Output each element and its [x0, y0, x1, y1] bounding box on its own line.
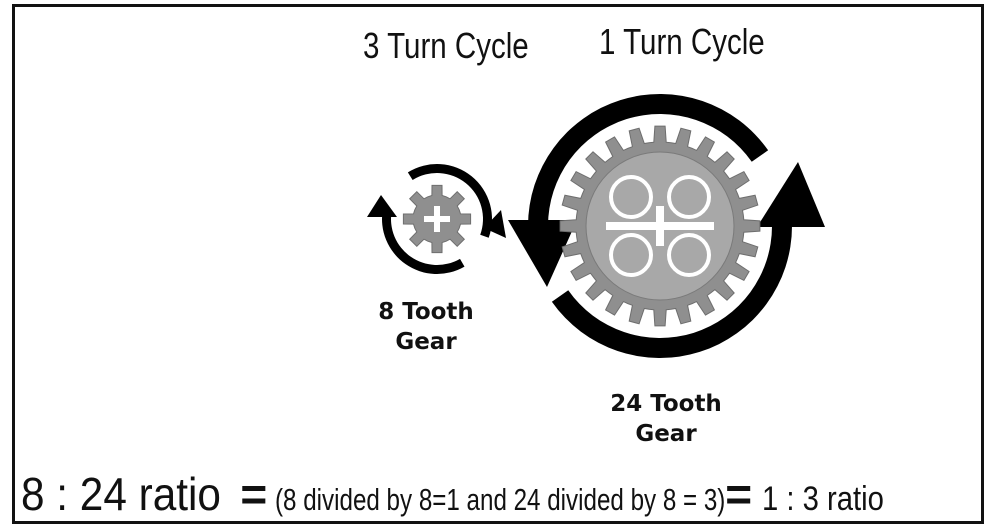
gear-24-axle-horizontal [640, 222, 680, 230]
gear-24-hole-1 [609, 175, 653, 219]
small-arrow-upper-head [484, 210, 506, 238]
formula-left: 8 : 24 ratio [21, 468, 221, 520]
small-gear-rotation-arrows [367, 163, 506, 274]
big-gear-rotation-arrows [508, 93, 825, 359]
gear-illustration [367, 93, 825, 359]
formula-equals-1: = [240, 468, 268, 520]
gear-24-tooth [559, 125, 761, 327]
diagram-frame: 3 Turn Cycle 1 Turn Cycle 8 Tooth Gear 2… [12, 4, 984, 524]
gear-24-hole-2 [667, 175, 711, 219]
big-gear-label-line2: Gear [635, 421, 697, 447]
small-gear-label: 8 Tooth Gear [351, 297, 501, 357]
big-gear-label-line1: 24 Tooth [610, 391, 722, 417]
formula-middle: (8 divided by 8=1 and 24 divided by 8 = … [275, 482, 726, 517]
gear-8-tooth [402, 184, 472, 254]
three-turn-cycle-label: 3 Turn Cycle [363, 25, 529, 66]
small-gear-label-line1: 8 Tooth [378, 299, 474, 325]
gear-8-axle-vertical [434, 206, 440, 232]
big-arrow-upper-head [508, 220, 577, 287]
big-arrow-lower-head [757, 162, 825, 227]
formula-equals-2: = [725, 468, 753, 520]
small-gear-label-line2: Gear [395, 329, 457, 355]
gear-24-hole-3 [609, 233, 653, 277]
one-turn-cycle-label: 1 Turn Cycle [599, 21, 765, 62]
big-gear-label: 24 Tooth Gear [581, 389, 751, 449]
gear-24-hole-4 [667, 233, 711, 277]
small-arrow-upper-arc [407, 163, 493, 238]
ratio-formula: 8 : 24 ratio = (8 divided by 8=1 and 24 … [21, 467, 904, 521]
big-arrow-lower-arc [551, 226, 792, 359]
big-arrow-upper-arc [528, 93, 769, 226]
formula-right: 1 : 3 ratio [762, 480, 885, 518]
small-arrow-lower-arc [381, 209, 465, 274]
small-arrow-lower-head [367, 195, 397, 217]
